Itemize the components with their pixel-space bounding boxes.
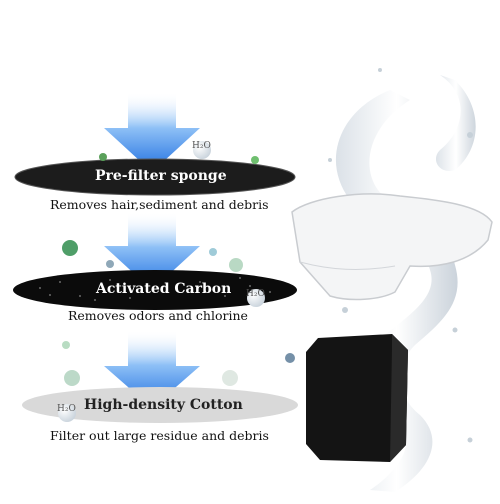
h2o-molecule-3 xyxy=(58,404,76,422)
high-density-cotton-layer xyxy=(22,387,298,423)
h2o-molecule-1 xyxy=(193,141,211,159)
h2o-label-3: H₂O xyxy=(57,404,76,414)
particles xyxy=(62,153,295,386)
flow-arrow-3 xyxy=(104,330,200,408)
white-filter-housing xyxy=(291,193,493,301)
black-sponge-block xyxy=(306,334,408,462)
pre-filter-sponge-caption: Removes hair,sediment and debris xyxy=(50,197,269,212)
flow-arrow-1 xyxy=(104,92,200,172)
high-density-cotton-caption: Filter out large residue and debris xyxy=(50,428,269,443)
flow-arrow-2 xyxy=(104,212,200,290)
carbon-speckles xyxy=(39,277,271,301)
activated-carbon-label: Activated Carbon xyxy=(96,281,232,297)
activated-carbon-caption: Removes odors and chlorine xyxy=(68,308,248,323)
pre-filter-sponge-label: Pre-filter sponge xyxy=(95,168,227,184)
h2o-label-2: H₂O xyxy=(246,289,265,299)
high-density-cotton-label: High-density Cotton xyxy=(84,397,243,413)
activated-carbon-layer xyxy=(13,270,297,310)
h2o-label-1: H₂O xyxy=(192,141,211,151)
h2o-molecule-2 xyxy=(247,289,265,307)
pre-filter-sponge-layer xyxy=(14,158,296,196)
